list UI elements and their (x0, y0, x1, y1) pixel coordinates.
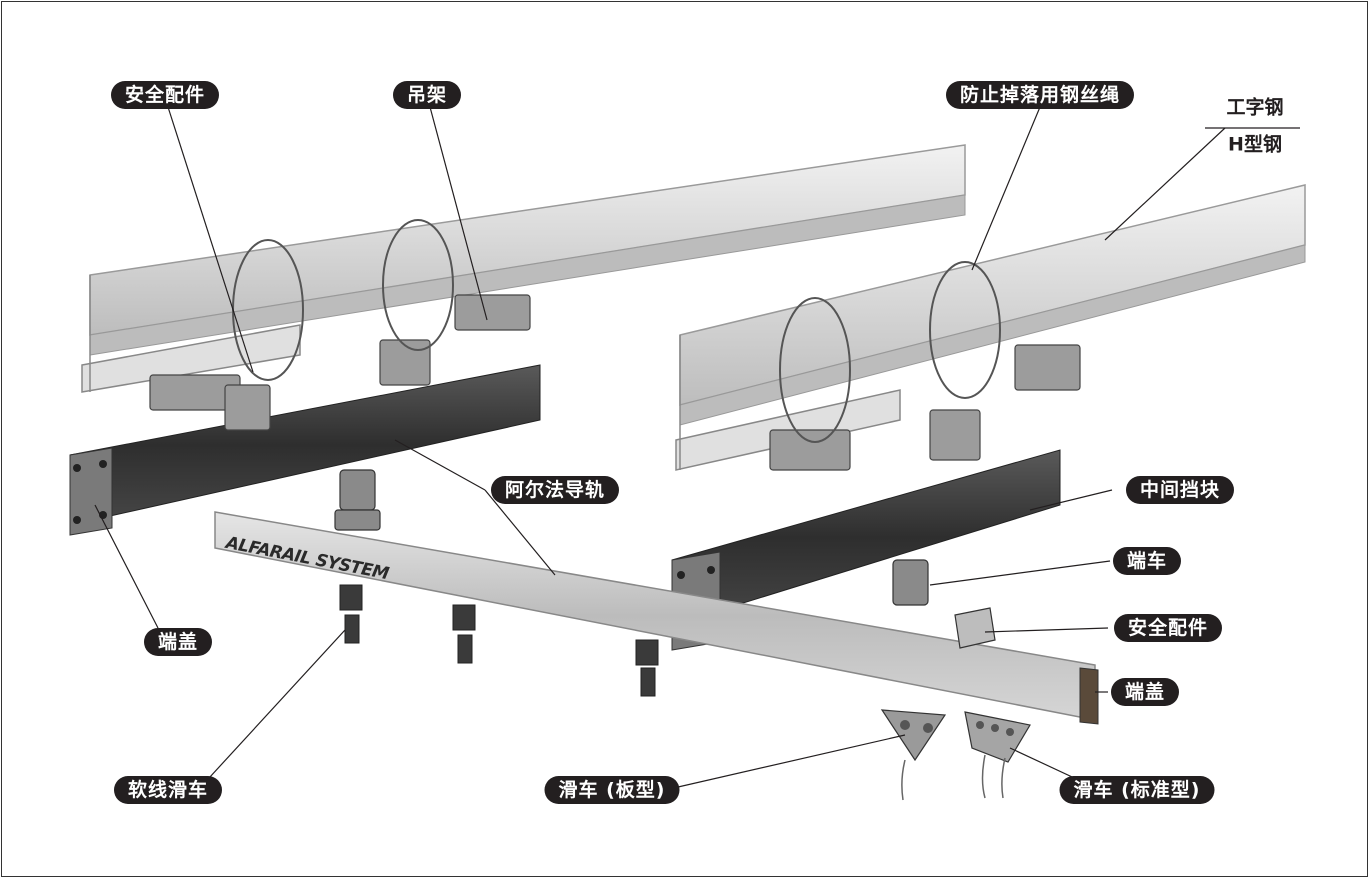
label-trolley-plate: 滑车 (板型) (544, 776, 680, 804)
label-cable-trolley: 软线滑车 (113, 776, 223, 804)
standard-trolley (964, 711, 1031, 799)
plate-trolley (880, 709, 947, 801)
end-trucks (334, 469, 929, 606)
silver-cross-rail (214, 511, 1099, 725)
left-dark-rail (69, 364, 541, 536)
label-alpha-rail: 阿尔法导轨 (490, 476, 620, 504)
label-end-truck: 端车 (1112, 547, 1182, 575)
label-h-beam: H型钢 (1228, 133, 1282, 156)
hanger-clamps (149, 294, 1081, 471)
label-hanger: 吊架 (392, 81, 462, 109)
label-end-cap-right: 端盖 (1110, 678, 1180, 706)
label-end-cap-left: 端盖 (143, 628, 213, 656)
left-i-beam (81, 144, 966, 393)
label-safety-fitting-right: 安全配件 (1113, 614, 1223, 642)
label-anti-fall-wire-rope: 防止掉落用钢丝绳 (945, 81, 1135, 109)
label-i-beam: 工字钢 (1226, 96, 1284, 119)
cable-trolleys (339, 584, 659, 697)
label-trolley-standard: 滑车 (标准型) (1059, 776, 1215, 804)
label-middle-stop: 中间挡块 (1125, 476, 1235, 504)
safety-fitting-right (954, 607, 996, 649)
leader-lines (94, 106, 1300, 791)
label-safety-fitting-top: 安全配件 (110, 81, 220, 109)
